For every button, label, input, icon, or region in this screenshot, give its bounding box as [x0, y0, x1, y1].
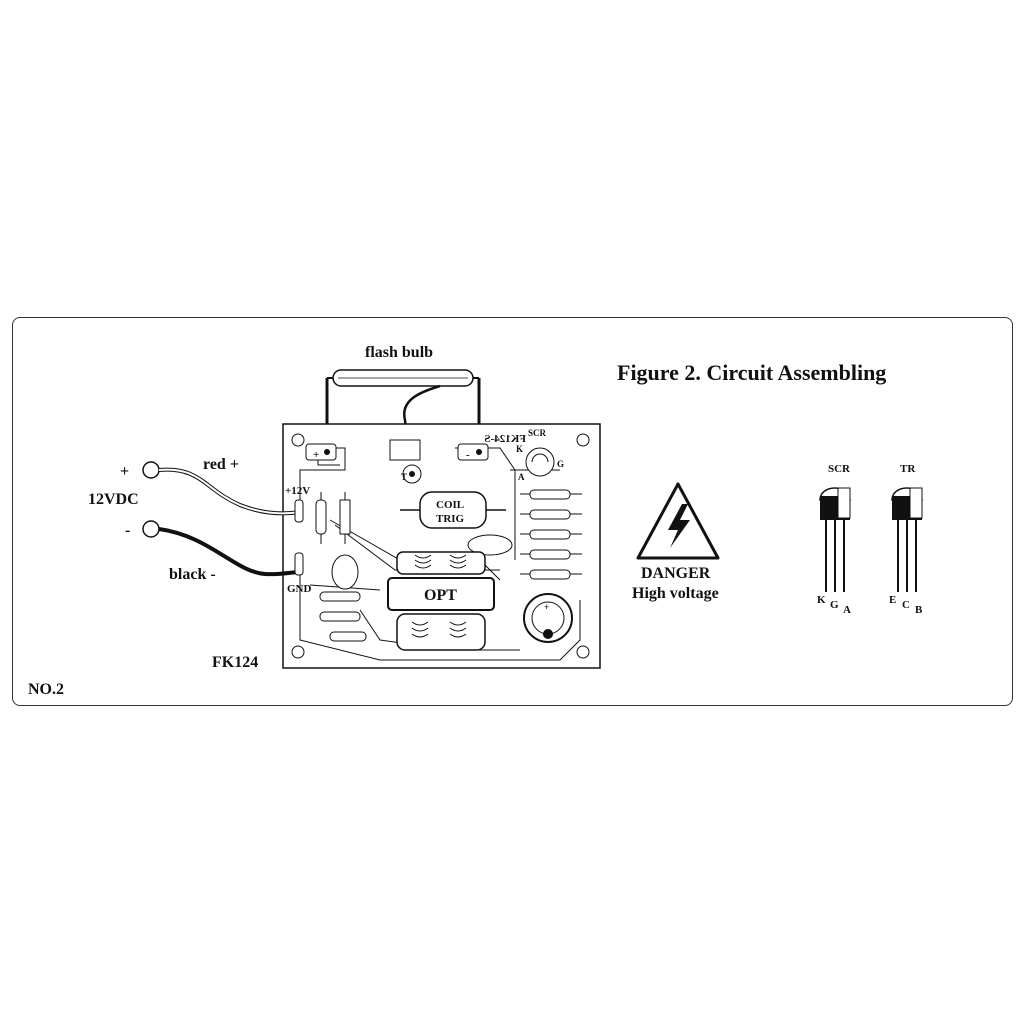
tr-pin-3: B: [915, 604, 923, 616]
tr-pinout-name: TR: [900, 463, 916, 475]
opt-transformer: [387, 551, 495, 651]
resistor-column: [520, 489, 582, 580]
board-scr-pin-a: A: [518, 472, 525, 482]
pad-minus-label: -: [466, 449, 470, 461]
high-voltage-icon: [636, 482, 720, 560]
scr-on-board: [525, 447, 555, 477]
scr-pinout-icon: [819, 487, 851, 592]
black-wire: [142, 520, 304, 577]
red-wire: [142, 461, 304, 523]
flash-bulb: [325, 369, 481, 471]
red-wire-label: red +: [203, 456, 239, 473]
black-wire-label: black -: [169, 566, 216, 583]
tr-pin-2: C: [902, 599, 910, 611]
pad-gnd-label: GND: [287, 583, 312, 595]
pad-t-label: T: [401, 472, 407, 482]
supply-label: 12VDC: [88, 491, 139, 508]
opt-label: OPT: [424, 587, 457, 604]
pad-12v-label: +12V: [285, 485, 310, 497]
danger-subtitle: High voltage: [632, 585, 719, 602]
board-code: FK124-S: [484, 433, 526, 445]
capacitor: [467, 534, 513, 556]
danger-title: DANGER: [641, 565, 711, 582]
flash-bulb-label: flash bulb: [365, 344, 433, 361]
svg-text:+: +: [544, 602, 549, 612]
tr-pin-1: E: [889, 594, 896, 606]
board-scr-pin-k: K: [516, 444, 523, 454]
scr-pin-1: K: [817, 594, 826, 606]
scr-pin-2: G: [830, 599, 839, 611]
trigger-pad: [402, 464, 422, 484]
board-scr-label: SCR: [528, 428, 547, 438]
minus-terminal-sign: -: [125, 522, 130, 539]
bulb-pad-minus: [457, 443, 489, 461]
input-components: [315, 492, 367, 642]
electrolytic-capacitor: +: [523, 593, 573, 643]
plus-terminal-sign: +: [120, 463, 129, 480]
coil-label-line1: COIL: [436, 499, 464, 511]
figure-frame: [12, 317, 1013, 706]
trigger-coil: [400, 491, 506, 529]
scr-pinout-name: SCR: [828, 463, 851, 475]
bulb-pad-plus: [305, 443, 337, 461]
page-number: NO.2: [28, 681, 64, 698]
pad-plus-label: +: [313, 449, 319, 461]
coil-label-line2: TRIG: [436, 513, 465, 525]
figure-title: Figure 2. Circuit Assembling: [617, 360, 886, 385]
scr-pin-3: A: [843, 604, 851, 616]
board-name: FK124: [212, 654, 258, 671]
board-scr-pin-g: G: [557, 459, 564, 469]
tr-pinout-icon: [891, 487, 923, 592]
